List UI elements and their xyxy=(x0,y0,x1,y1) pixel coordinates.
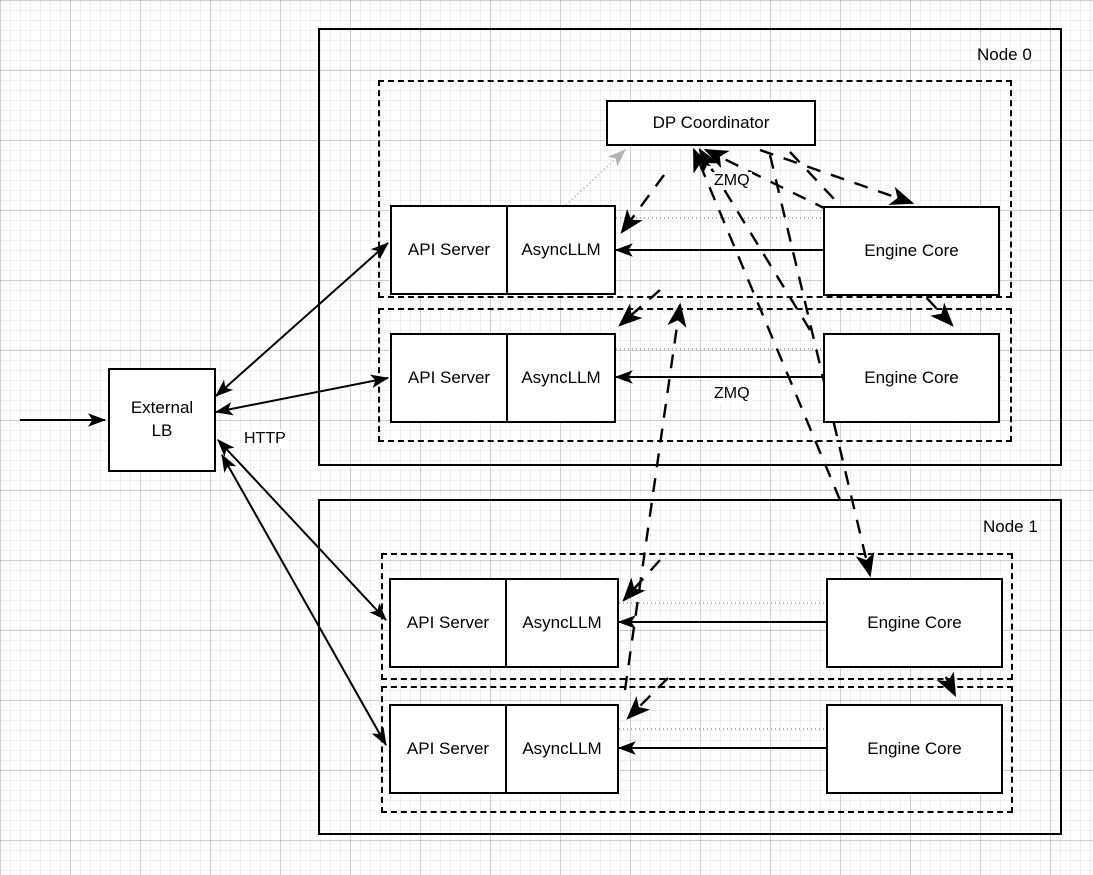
external-lb-box[interactable]: External LB xyxy=(108,368,216,472)
dp-coordinator-box[interactable]: DP Coordinator xyxy=(606,100,816,146)
node-1-group-1-engine-core-box[interactable]: Engine Core xyxy=(826,704,1003,794)
node-0-group-0-api-server-box[interactable]: API Server AsyncLLM xyxy=(390,205,616,295)
node-0-group-1-api-server-label: API Server xyxy=(407,368,491,387)
node-0-group-0-boundary xyxy=(378,80,1012,298)
zmq-top-label: ZMQ xyxy=(712,172,752,190)
node-0-label: Node 0 xyxy=(977,45,1032,64)
node-1-container xyxy=(318,499,1062,835)
node-0-group-0-engine-core-label: Engine Core xyxy=(864,241,959,260)
node-1-group-1-async-llm-label: AsyncLLM xyxy=(505,706,617,792)
zmq-bottom-label: ZMQ xyxy=(712,385,752,403)
node-0-group-1-async-llm-label: AsyncLLM xyxy=(506,335,614,421)
node-1-group-1-boundary xyxy=(381,686,1013,813)
external-lb-label-line1: External xyxy=(130,398,194,418)
node-1-group-1-api-server-box[interactable]: API Server AsyncLLM xyxy=(389,704,619,794)
node-1-group-0-api-server-label: API Server xyxy=(406,613,490,632)
node-0-group-1-engine-core-box[interactable]: Engine Core xyxy=(823,333,1000,423)
node-1-group-0-boundary xyxy=(381,553,1013,680)
node-0-group-1-boundary xyxy=(378,308,1012,442)
node-1-group-0-async-llm-label: AsyncLLM xyxy=(505,580,617,666)
node-1-label: Node 1 xyxy=(983,517,1038,536)
node-0-container xyxy=(318,28,1062,466)
node-0-group-0-engine-core-box[interactable]: Engine Core xyxy=(823,206,1000,296)
http-edge-label: HTTP xyxy=(242,430,288,448)
node-1-group-0-engine-core-box[interactable]: Engine Core xyxy=(826,578,1003,668)
node-0-group-0-api-server-label: API Server xyxy=(407,240,491,259)
node-0-group-1-api-server-box[interactable]: API Server AsyncLLM xyxy=(390,333,616,423)
node-1-group-0-api-server-box[interactable]: API Server AsyncLLM xyxy=(389,578,619,668)
node-1-group-0-engine-core-label: Engine Core xyxy=(867,613,962,632)
node-0-group-0-async-llm-label: AsyncLLM xyxy=(506,207,614,293)
node-0-group-1-engine-core-label: Engine Core xyxy=(864,368,959,387)
node-1-group-1-api-server-label: API Server xyxy=(406,739,490,758)
external-lb-label-line2: LB xyxy=(151,421,173,440)
node-1-group-1-engine-core-label: Engine Core xyxy=(867,739,962,758)
dp-coordinator-label: DP Coordinator xyxy=(652,113,770,132)
